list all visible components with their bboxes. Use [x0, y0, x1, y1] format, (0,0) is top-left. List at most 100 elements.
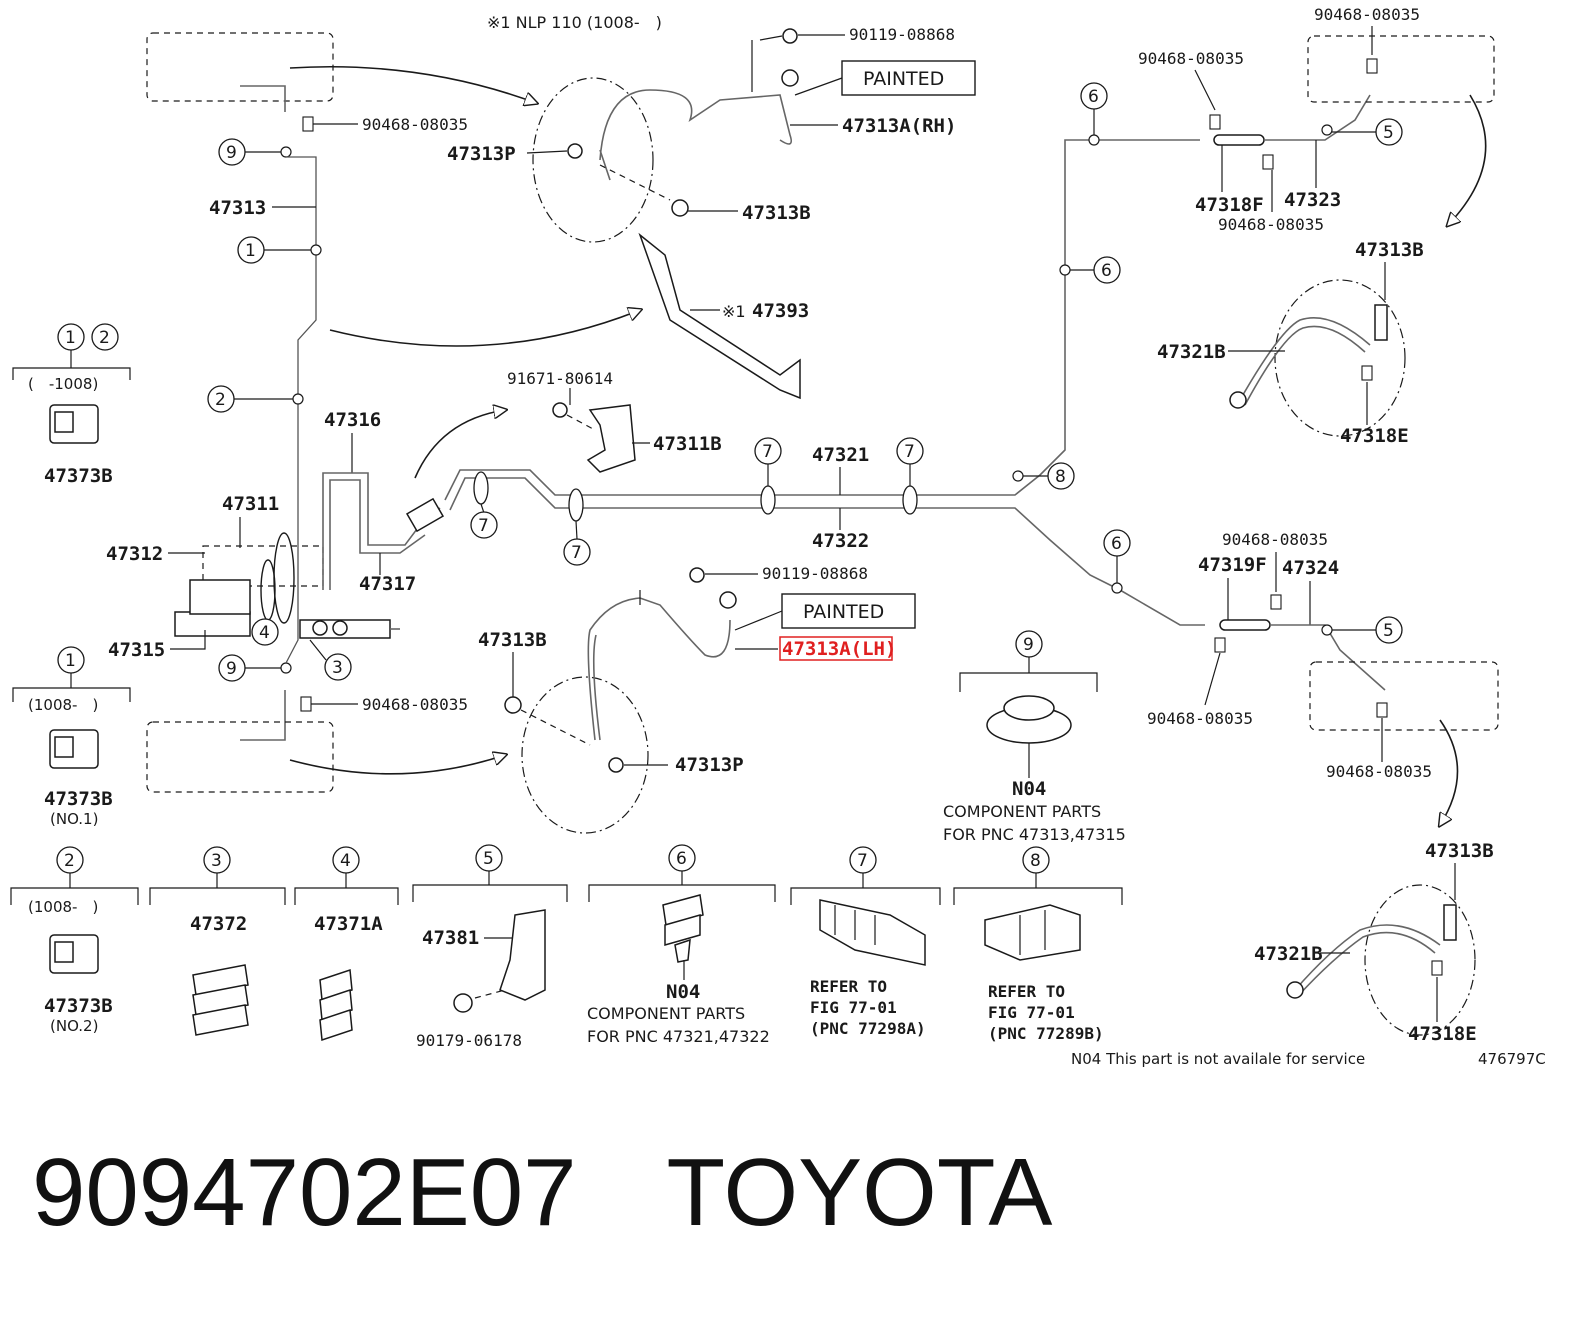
curved-arrow-top-left [289, 65, 536, 103]
label-47311: 47311 [222, 493, 279, 515]
curved-arrow-junction [414, 410, 505, 479]
label-47381: 47381 [422, 927, 479, 949]
label-90468-08035-h: 90468-08035 [362, 695, 468, 714]
circle-7-d: 7 [904, 442, 915, 462]
label-47315: 47315 [108, 639, 165, 661]
label-47371A: 47371A [314, 913, 383, 935]
label-47313: 47313 [209, 197, 266, 219]
mark-47393: ※1 [722, 302, 746, 321]
circle-7-c: 7 [762, 442, 773, 462]
hose-end-top-left [240, 85, 286, 112]
label-47313P-a: 47313P [447, 143, 516, 165]
fitting-47313B-c [1443, 904, 1457, 941]
curved-arrow-top-right [1448, 94, 1487, 225]
circle-4-legend: 4 [340, 851, 351, 871]
footer-part-number: 9094702E07 [32, 1139, 577, 1246]
label-90468-08035-b: 90468-08035 [1138, 49, 1244, 68]
label-n04-9: N04 [1012, 778, 1046, 800]
circle-7-a: 7 [478, 516, 489, 536]
caliper-area-lh [521, 676, 649, 834]
label-90468-08035-f: 90468-08035 [1147, 709, 1253, 728]
date-range-after-a: (1008- ) [28, 696, 98, 714]
footer-brand: TOYOTA [666, 1139, 1053, 1246]
clamp-7-d [902, 485, 918, 515]
clamp-ring-b [273, 532, 295, 624]
hose-47313A-rh [599, 89, 793, 161]
nlp-callout: ※1 NLP 110 (1008- ) [487, 13, 662, 32]
fitting-lh [719, 591, 737, 609]
label-47321B-b: 47321B [1254, 943, 1323, 965]
fig-8: FIG 77-01 [988, 1003, 1075, 1022]
label-47373B-b: 47373B [44, 788, 113, 810]
master-cylinder-body [174, 611, 251, 637]
banjo-47313P-rh [567, 143, 583, 159]
label-47318E-a: 47318E [1340, 425, 1409, 447]
label-47321: 47321 [812, 444, 869, 466]
hose-47321B-b [1294, 924, 1441, 991]
label-47313A-lh[interactable]: 47313A(LH) [782, 638, 896, 660]
clamp-47371A [319, 968, 353, 1042]
circle-2-legend-b: 2 [64, 851, 75, 871]
circle-9-a: 9 [226, 143, 237, 163]
circle-2-a: 2 [215, 390, 226, 410]
caliper-area-rear-rh [1274, 279, 1406, 437]
circle-6-c: 6 [1111, 534, 1122, 554]
label-47316: 47316 [324, 409, 381, 431]
highlight-47313A-lh [779, 636, 893, 661]
bolt-91671 [552, 402, 568, 418]
label-90179-06178: 90179-06178 [416, 1031, 522, 1050]
clamp-47372 [192, 964, 249, 1036]
label-90468-08035-e: 90468-08035 [1222, 530, 1328, 549]
clamp-7-b [568, 488, 584, 522]
label-47313B-a: 47313B [742, 202, 811, 224]
fig-7: FIG 77-01 [810, 998, 897, 1017]
circle-5-a: 5 [1383, 123, 1394, 143]
bolt-90119-b [689, 567, 705, 583]
refer-to-8: REFER TO [988, 982, 1065, 1001]
component-parts-9-l2: FOR PNC 47313,47315 [943, 825, 1126, 844]
circle-6-a: 6 [1101, 261, 1112, 281]
circle-1-legend: 1 [65, 328, 76, 348]
label-47372: 47372 [190, 913, 247, 935]
label-90119-08868-b: 90119-08868 [762, 564, 868, 583]
pnc-77298A: (PNC 77298A) [810, 1019, 926, 1038]
label-90119-08868-a: 90119-08868 [849, 25, 955, 44]
clamp-77298A [819, 899, 926, 966]
clip-n04-6 [662, 894, 704, 963]
label-47393: 47393 [752, 300, 809, 322]
painted-box-lh [781, 593, 916, 629]
pnc-77289B: (PNC 77289B) [988, 1024, 1104, 1043]
union-47319F [1219, 619, 1271, 631]
label-90468-08035-g: 90468-08035 [1326, 762, 1432, 781]
label-47311B: 47311B [653, 433, 722, 455]
date-range-before: ( -1008) [28, 375, 98, 393]
fitting-rh [781, 69, 799, 87]
circle-1-a: 1 [245, 241, 256, 261]
clamp-7-c [760, 485, 776, 515]
label-n04-6: N04 [666, 981, 700, 1003]
label-no2: (NO.2) [50, 1017, 98, 1035]
service-note: N04 This part is not availale for servic… [1071, 1050, 1365, 1068]
circle-2-legend: 2 [99, 328, 110, 348]
painted-label-lh: PAINTED [803, 601, 884, 623]
label-90468-08035-d: 90468-08035 [1314, 5, 1420, 24]
curved-arrow-bottom-right [1440, 719, 1459, 825]
diagram-code: 476797C [1478, 1050, 1546, 1068]
label-47313B-c: 47313B [1425, 840, 1494, 862]
wheel-area-top-right [1307, 35, 1495, 103]
circle-3-legend: 3 [211, 851, 222, 871]
label-90468-08035-a: 90468-08035 [362, 115, 468, 134]
component-parts-6-l1: COMPONENT PARTS [587, 1004, 745, 1023]
clamp-ring-a [260, 559, 276, 621]
label-47313B-b: 47313B [1355, 239, 1424, 261]
label-90468-08035-c: 90468-08035 [1218, 215, 1324, 234]
footer-caption: 9094702E07 TOYOTA [32, 1138, 1572, 1248]
circle-8-legend: 8 [1030, 851, 1041, 871]
label-47318E-b: 47318E [1408, 1023, 1477, 1045]
circle-9-b: 9 [226, 659, 237, 679]
wheel-area-bottom-right [1309, 661, 1499, 731]
caliper-area-rear-lh [1364, 884, 1476, 1036]
grommet-90179 [453, 993, 473, 1013]
wheel-area-bottom-left [146, 721, 334, 793]
circle-4-a: 4 [259, 623, 270, 643]
